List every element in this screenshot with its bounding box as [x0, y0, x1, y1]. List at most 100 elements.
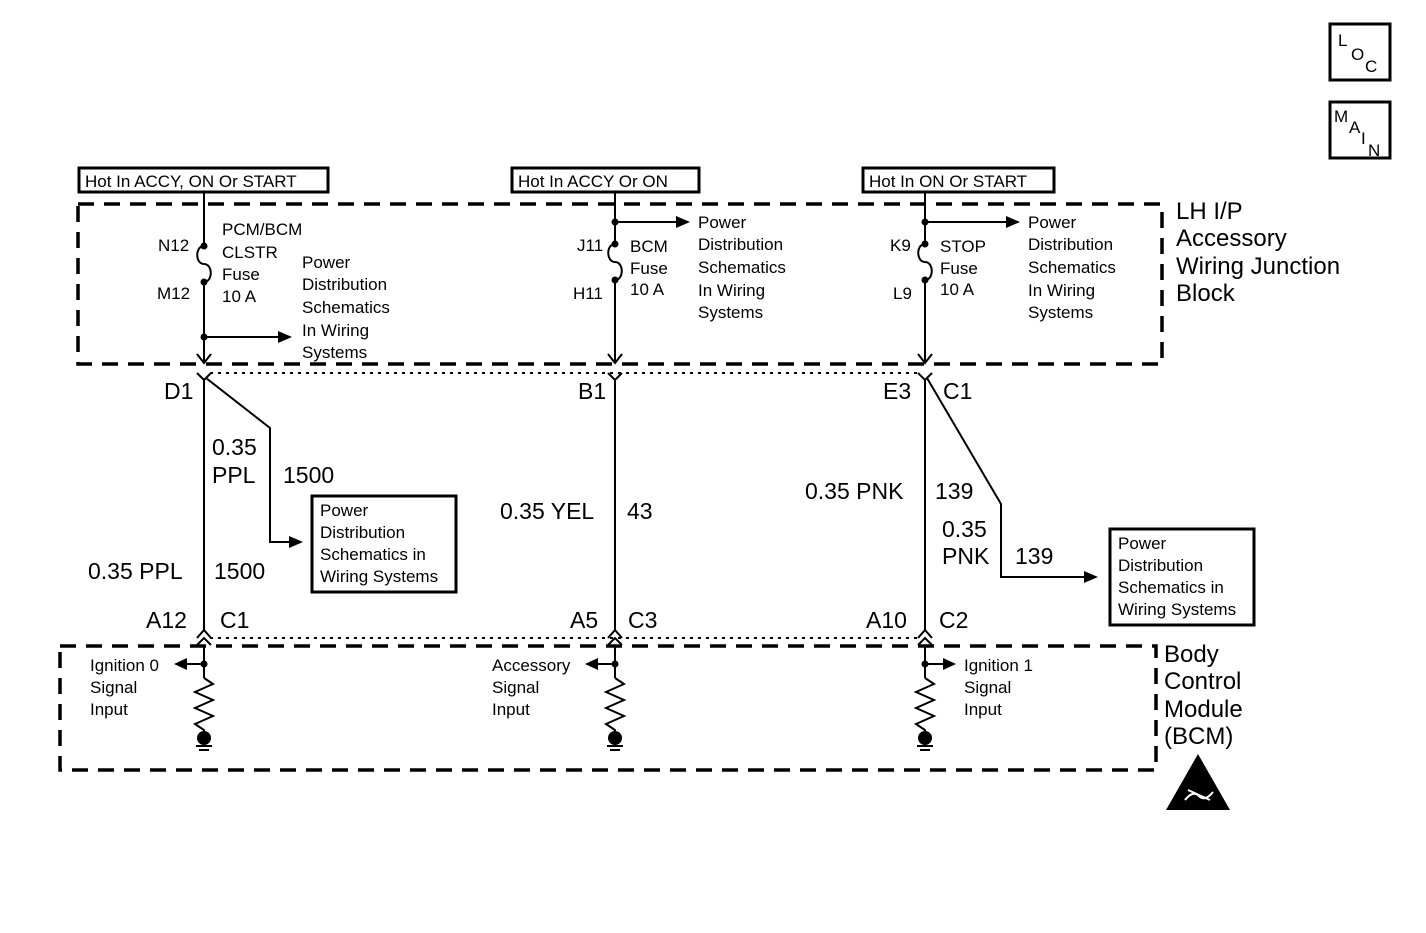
circuit-3: K9 L9 STOP Fuse 10 A Power Distribution …	[805, 192, 1256, 751]
bcm-outline	[58, 644, 1158, 772]
svg-text:Hot In ACCY Or ON: Hot In ACCY Or ON	[518, 172, 668, 191]
arrow-left-icon	[585, 658, 598, 670]
bcm-connector: C2	[939, 607, 968, 633]
fuse-label-3: 10 A	[940, 280, 975, 299]
svg-text:Distribution: Distribution	[302, 275, 387, 294]
ground-icon	[917, 731, 933, 751]
fuse-label-1: STOP	[940, 237, 986, 256]
svg-text:Hot In ACCY, ON Or START: Hot In ACCY, ON Or START	[85, 172, 297, 191]
branch-box[interactable]: Power Distribution Schematics in Wiring …	[310, 494, 458, 594]
svg-text:Power: Power	[302, 253, 351, 272]
bcm-input-3: Input	[90, 700, 128, 719]
svg-text:In Wiring: In Wiring	[1028, 281, 1095, 300]
svg-text:Schematics: Schematics	[302, 298, 390, 317]
fuse-in-pin: N12	[158, 236, 189, 255]
arrow-right-icon	[1006, 216, 1020, 228]
circuit-1: N12 M12 PCM/BCM CLSTR Fuse 10 A Power Di…	[88, 192, 458, 751]
junction-block-outline	[76, 202, 1164, 366]
main-letter-a: A	[1349, 118, 1361, 137]
arrow-right-icon	[289, 536, 303, 548]
svg-text:Wiring Systems: Wiring Systems	[320, 567, 438, 586]
svg-text:Wiring Systems: Wiring Systems	[1118, 600, 1236, 619]
circuit-2: J11 H11 BCM Fuse 10 A Power Distribution…	[492, 192, 786, 751]
fuse-in-pin: J11	[577, 236, 603, 255]
loc-letter-c: C	[1365, 57, 1377, 76]
svg-text:Power: Power	[1118, 534, 1167, 553]
bcm-input-1: Accessory	[492, 656, 571, 675]
loc-letter-o: O	[1351, 45, 1364, 64]
loc-button[interactable]: L O C	[1328, 22, 1392, 82]
bcm-input-1: Ignition 1	[964, 656, 1033, 675]
pd-note[interactable]: Power Distribution Schematics In Wiring …	[1028, 213, 1116, 322]
svg-text:Wiring Junction: Wiring Junction	[1176, 253, 1340, 280]
svg-text:Block: Block	[1176, 280, 1236, 307]
bcm-connector: C3	[628, 607, 657, 633]
svg-text:Body: Body	[1164, 641, 1219, 668]
fuse-icon	[917, 243, 933, 281]
svg-text:Schematics in: Schematics in	[1118, 578, 1224, 597]
svg-text:Module: Module	[1164, 696, 1243, 723]
branch-wire-color: PPL	[212, 462, 256, 488]
ground-icon	[607, 731, 623, 751]
hot-label-2: Hot In ACCY Or ON	[510, 166, 701, 194]
svg-text:In Wiring: In Wiring	[302, 321, 369, 340]
fuse-label-4: 10 A	[222, 287, 257, 306]
main-letter-i: I	[1361, 129, 1366, 148]
svg-text:Systems: Systems	[302, 343, 367, 362]
svg-text:Schematics: Schematics	[698, 258, 786, 277]
fuse-in-pin: K9	[890, 236, 911, 255]
wire-left-label: 0.35 YEL	[500, 498, 594, 524]
ground-icon	[196, 731, 212, 751]
branch-box[interactable]: Power Distribution Schematics in Wiring …	[1108, 527, 1256, 627]
resistor-icon	[603, 677, 627, 735]
svg-text:Power: Power	[1028, 213, 1077, 232]
svg-text:Distribution: Distribution	[698, 235, 783, 254]
svg-text:In Wiring: In Wiring	[698, 281, 765, 300]
arrow-left-icon	[174, 658, 187, 670]
hot-label-3: Hot In ON Or START	[861, 166, 1056, 194]
wire-right-label: 43	[627, 498, 653, 524]
svg-text:Hot In ON Or START: Hot In ON Or START	[869, 172, 1027, 191]
pd-note[interactable]: Power Distribution Schematics In Wiring …	[698, 213, 786, 322]
wire-left-label: 0.35 PPL	[88, 558, 183, 584]
bcm-label: Body Control Module (BCM)	[1164, 641, 1243, 750]
svg-text:(BCM): (BCM)	[1164, 723, 1233, 750]
bcm-input-1: Ignition 0	[90, 656, 159, 675]
bcm-input-3: Input	[964, 700, 1002, 719]
svg-text:LH I/P: LH I/P	[1176, 198, 1243, 225]
bcm-input-2: Signal	[964, 678, 1011, 697]
fuse-out-pin: H11	[573, 284, 603, 303]
junction-block-label: LH I/P Accessory Wiring Junction Block	[1176, 198, 1340, 307]
branch-circuit-number: 139	[1015, 543, 1053, 569]
arrow-right-icon	[1084, 571, 1098, 583]
svg-text:Power: Power	[320, 501, 369, 520]
branch-wire-size: 0.35	[212, 434, 257, 460]
svg-text:Distribution: Distribution	[1118, 556, 1203, 575]
fuse-label-3: 10 A	[630, 280, 665, 299]
branch-wire-size: 0.35	[942, 516, 987, 542]
resistor-icon	[192, 677, 216, 735]
fuse-label-1: BCM	[630, 237, 668, 256]
bcm-connector: C1	[220, 607, 249, 633]
bcm-input-3: Input	[492, 700, 530, 719]
svg-text:Accessory: Accessory	[1176, 225, 1287, 252]
svg-text:Systems: Systems	[698, 303, 763, 322]
main-button[interactable]: M A I N	[1328, 100, 1392, 160]
svg-text:Distribution: Distribution	[1028, 235, 1113, 254]
bcm-input-2: Signal	[492, 678, 539, 697]
bcm-pin: A5	[570, 607, 598, 633]
esd-warning-icon	[1166, 754, 1230, 810]
connector-top: E3	[883, 378, 911, 404]
fuse-label-3: Fuse	[222, 265, 260, 284]
branch-circuit-number: 1500	[283, 462, 334, 488]
arrow-right-icon	[943, 658, 956, 670]
pd-note[interactable]: Power Distribution Schematics In Wiring …	[302, 253, 390, 362]
svg-text:Control: Control	[1164, 668, 1241, 695]
main-letter-n: N	[1368, 141, 1380, 160]
wire-right-label: 139	[935, 478, 973, 504]
connector-top: B1	[578, 378, 606, 404]
hot-label-1: Hot In ACCY, ON Or START	[77, 166, 330, 194]
svg-text:Power: Power	[698, 213, 747, 232]
resistor-icon	[913, 677, 937, 735]
